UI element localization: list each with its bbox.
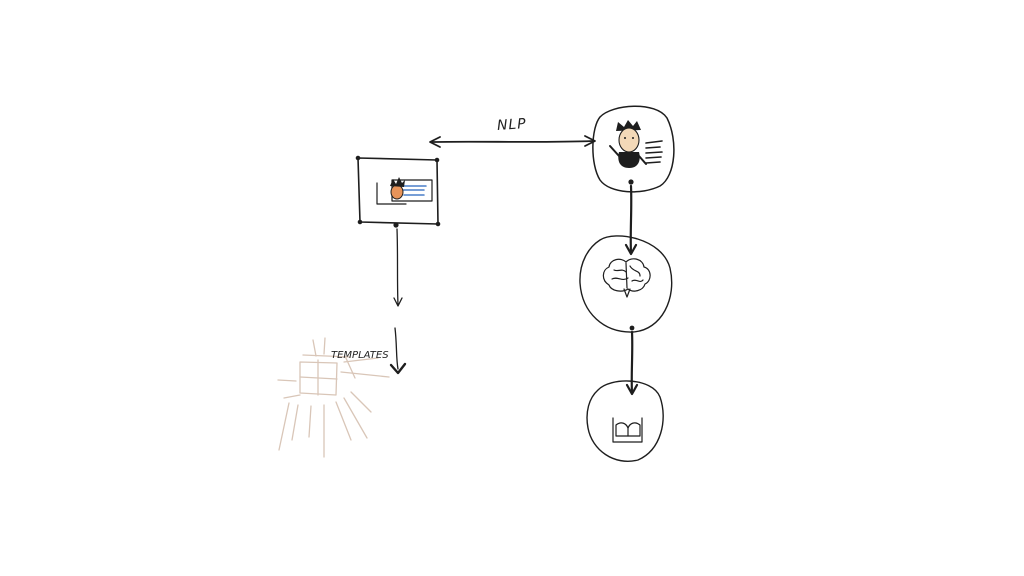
chat-window-icon xyxy=(355,155,441,228)
template-sparkle-icon xyxy=(277,337,390,458)
brain-node xyxy=(579,235,673,333)
arrow-to-templates xyxy=(389,228,407,375)
book-icon xyxy=(612,417,643,443)
arrow-to-book xyxy=(625,330,639,396)
person-resume-node xyxy=(592,105,675,193)
nlp-bidirectional-arrow xyxy=(429,135,596,148)
person-resume-icon xyxy=(609,120,663,168)
templates-label: TEMPLATES xyxy=(331,350,389,361)
nlp-label: NLP xyxy=(496,115,528,135)
arrow-to-brain xyxy=(624,184,638,256)
brain-icon xyxy=(602,258,651,298)
book-node xyxy=(586,380,664,462)
